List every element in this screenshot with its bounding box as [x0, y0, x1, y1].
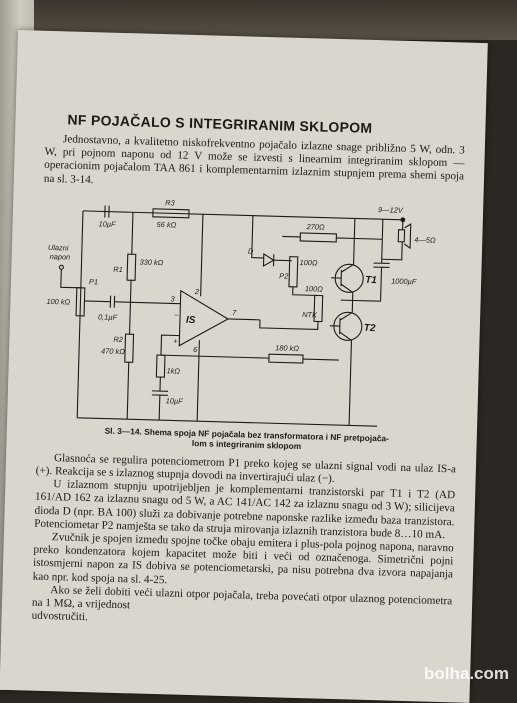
- output-wires: [340, 218, 381, 426]
- pin2-label: 2: [194, 287, 199, 296]
- resistor-r1: [126, 253, 137, 281]
- capacitor-1000uf: [373, 219, 390, 302]
- diode-supply-wire: [251, 215, 264, 259]
- supply-label: 9—12V: [378, 205, 404, 215]
- speaker-label: 4—5Ω: [414, 235, 436, 245]
- resistor-180k: [268, 353, 304, 364]
- diode-d: [262, 252, 275, 267]
- r3-value: 56 kΩ: [157, 220, 177, 230]
- r1-value: 330 kΩ: [139, 257, 163, 267]
- resistor-1k: [155, 354, 166, 378]
- pin3-label: 3: [170, 294, 175, 303]
- potentiometer-p1: [75, 286, 86, 317]
- feedback-in-wire: [160, 334, 180, 355]
- input-wire: [60, 269, 81, 289]
- t2-label: T2: [364, 323, 376, 334]
- input-cap-label: 10µF: [98, 219, 116, 228]
- diode-out-wire: [273, 259, 292, 262]
- ntk-value: 100Ω: [305, 284, 324, 294]
- opamp-supply-wire: [200, 214, 204, 297]
- p1-label: P1: [89, 277, 98, 286]
- r270-label: 270Ω: [306, 222, 326, 232]
- r3-label: R3: [165, 198, 176, 207]
- minus-input-label: −: [174, 310, 179, 319]
- input-label-2: napon: [50, 252, 71, 262]
- p2-value: 100Ω: [299, 258, 318, 268]
- t1-leads: [331, 263, 354, 293]
- book-page: NF POJAČALO S INTEGRIRANIM SKLOPOM Jedno…: [0, 30, 488, 703]
- p1-wiper-wire: [84, 300, 111, 303]
- page-content: NF POJAČALO S INTEGRIRANIM SKLOPOM Jedno…: [31, 111, 465, 635]
- capacitor-01: [109, 295, 116, 308]
- pin7-label: 7: [232, 308, 237, 317]
- resistor-270: [299, 232, 337, 243]
- circuit-diagram: 9—12V 10µF R3 56 kΩ Ulazni napon P1 100 …: [37, 192, 463, 434]
- bias-wire-top: [131, 212, 134, 255]
- p2-label: P2: [279, 271, 288, 280]
- op-amp-label: IS: [186, 315, 196, 326]
- plus-input-label: +: [173, 336, 178, 345]
- bias-network-wire: [259, 286, 319, 330]
- r2-label: R2: [113, 335, 123, 344]
- c1000-label: 1000µF: [391, 276, 417, 286]
- r1-label: R1: [113, 265, 123, 274]
- loudspeaker: [397, 219, 412, 249]
- intro-paragraph: Jednostavno, a kvalitetno niskofrekventn…: [43, 133, 465, 186]
- input-terminal: [58, 264, 64, 270]
- t1-label: T1: [365, 275, 377, 286]
- t2-leads: [329, 311, 353, 341]
- input-capacitor: [104, 205, 110, 218]
- bias-mid-wire: [114, 280, 181, 335]
- capacitor-10uf-b: [151, 376, 168, 420]
- circuit-schematic: 9—12V 10µF R3 56 kΩ Ulazni napon P1 100 …: [46, 198, 436, 427]
- input-label-1: Ulazni: [48, 243, 69, 253]
- c10b-label: 10µF: [166, 396, 184, 405]
- supply-rail-wire: [82, 210, 403, 221]
- resistor-r2: [124, 333, 135, 363]
- c01-label: 0,1µF: [98, 312, 118, 322]
- feedback-out-wire: [302, 358, 339, 361]
- speaker-wire: [381, 241, 403, 261]
- op-amp-is: [178, 289, 230, 347]
- r2-value: 470 kΩ: [101, 346, 125, 356]
- pin6-label: 6: [193, 345, 198, 354]
- ntk-label: NTK: [302, 310, 318, 319]
- opamp-ground-wire: [196, 339, 200, 421]
- r180-label: 180 kΩ: [275, 343, 299, 353]
- r1k-label: 1kΩ: [166, 366, 180, 375]
- potentiometer-p2: [288, 255, 299, 288]
- opamp-output-wire: [228, 318, 261, 321]
- p1-value: 100 kΩ: [46, 297, 70, 307]
- r2-ground-wire: [126, 362, 130, 420]
- watermark: bolha.com: [423, 664, 509, 683]
- r270-wire: [282, 235, 383, 240]
- diode-label: D: [248, 246, 254, 255]
- feedback-wire: [160, 354, 269, 359]
- resistor-r3: [152, 208, 190, 219]
